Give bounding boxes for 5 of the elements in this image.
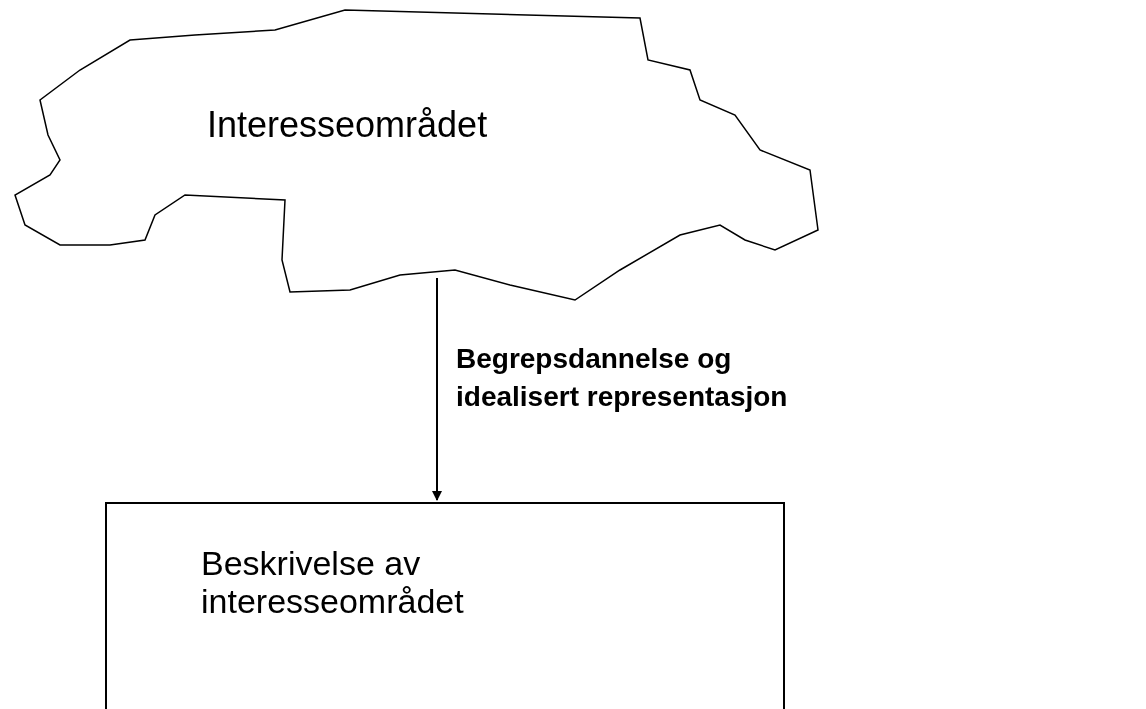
arrow [432, 277, 442, 501]
node-text: Beskrivelse av interesseområdet [201, 544, 465, 620]
process-box [105, 502, 785, 709]
edge-label: Begrepsdannelse og idealisert representasjon [455, 342, 789, 414]
node-text: Interesseområdet [207, 103, 489, 147]
